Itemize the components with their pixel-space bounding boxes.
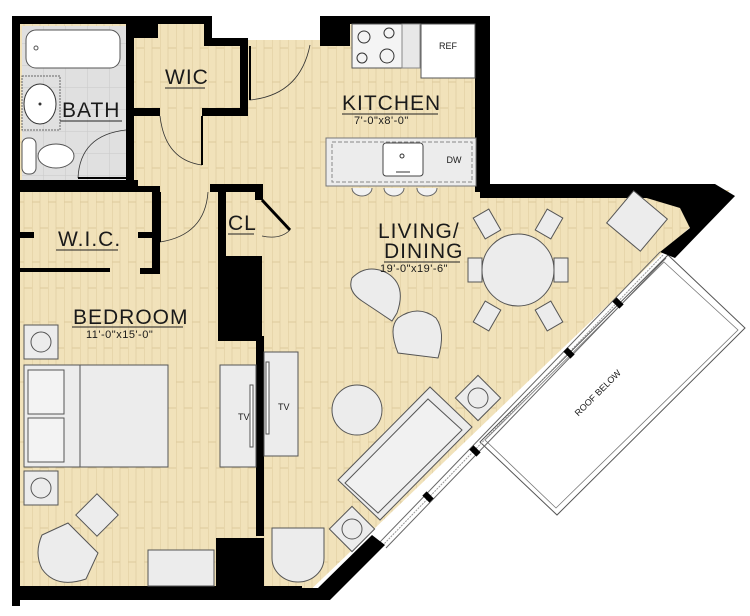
bath-fixtures <box>21 29 121 175</box>
tv-bedroom-label: TV <box>238 412 250 422</box>
bedroom-dims: 11'-0"x15'-0" <box>86 329 153 341</box>
closet-label: CL <box>228 212 257 235</box>
dresser <box>147 549 215 587</box>
kitchen-dims: 7'-0"x8'-0" <box>354 115 409 127</box>
bathtub <box>25 29 121 69</box>
bath-label: BATH <box>62 99 120 122</box>
bedroom-label: BEDROOM <box>73 306 189 329</box>
tv-console-living <box>263 351 299 457</box>
dining-set <box>467 190 669 332</box>
refrigerator <box>420 23 476 79</box>
dining-label: DINING <box>384 240 464 263</box>
kitchen-sink <box>382 142 424 177</box>
bedroom-furniture: TV <box>23 324 257 587</box>
window-wall <box>379 251 667 549</box>
tv-living-label: TV <box>278 402 290 412</box>
door-swings <box>77 44 311 243</box>
wic-label: WIC <box>165 66 209 89</box>
room-labels: BATH WIC KITCHEN 7'-0"x8'-0" LIVING/ DIN… <box>56 66 464 341</box>
living-label: LIVING/ <box>378 220 460 243</box>
dw-label: DW <box>447 155 462 165</box>
walls <box>12 16 735 606</box>
ref-label: REF <box>439 41 458 51</box>
bedroom-wic-label: W.I.C. <box>58 228 121 251</box>
kitchen-fixtures: REF DW <box>325 23 477 197</box>
kitchen-label: KITCHEN <box>342 92 441 115</box>
living-dims: 19'-0"x19'-6" <box>380 263 448 275</box>
toilet-bowl <box>37 143 75 169</box>
stove <box>351 23 403 69</box>
toilet-tank <box>21 137 37 175</box>
closet-door <box>260 198 292 232</box>
roof-below: ROOF BELOW <box>479 254 746 516</box>
living-furniture: TV <box>263 268 502 583</box>
